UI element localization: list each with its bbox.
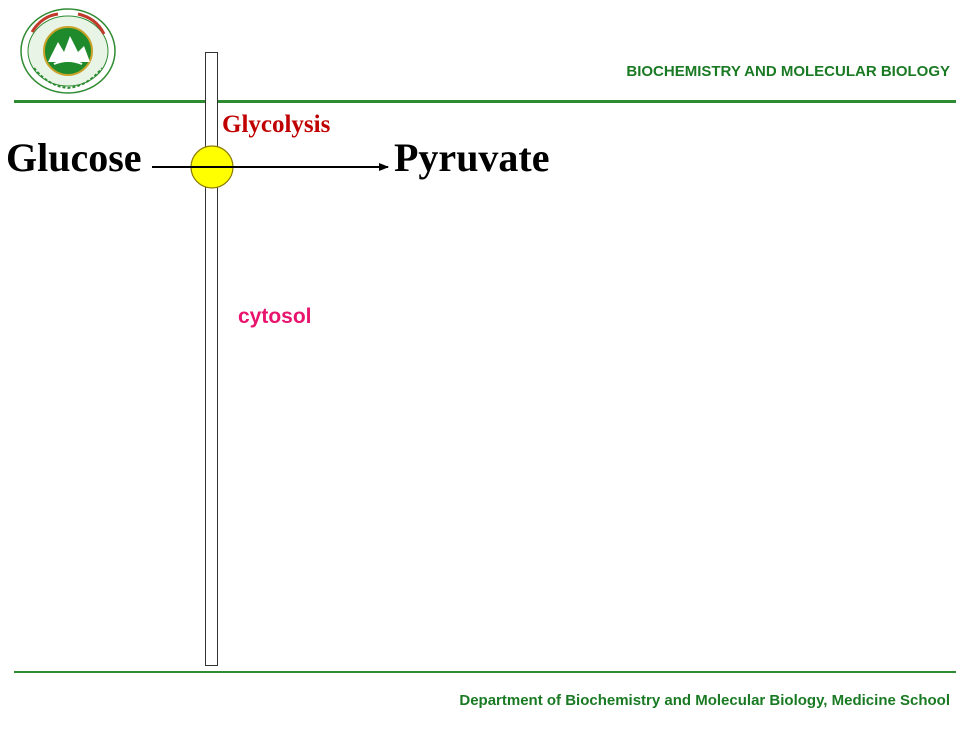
membrane-bar xyxy=(205,52,218,666)
header-divider xyxy=(14,100,956,103)
process-label: Glycolysis xyxy=(222,111,331,138)
product-label: Pyruvate xyxy=(394,135,550,180)
substrate-label: Glucose xyxy=(6,135,142,180)
footer-text: Department of Biochemistry and Molecular… xyxy=(459,692,950,709)
university-seal-icon xyxy=(20,8,116,94)
footer-divider xyxy=(14,671,956,673)
header-title: BIOCHEMISTRY AND MOLECULAR BIOLOGY xyxy=(626,63,950,80)
compartment-label: cytosol xyxy=(238,305,312,328)
